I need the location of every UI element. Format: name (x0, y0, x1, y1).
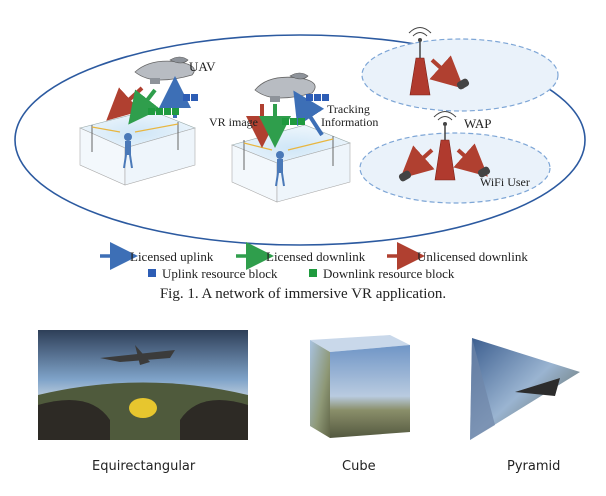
wifi-area-top (361, 38, 559, 112)
wifi-user-device-left (398, 170, 412, 182)
equirectangular-image (38, 330, 248, 440)
label-pyramid: Pyramid (507, 459, 561, 474)
legend-unlicensed-downlink: Unlicensed downlink (417, 249, 528, 264)
label-information: Information (321, 115, 378, 129)
label-vr-image: VR image (209, 115, 258, 129)
wifi-user-device-top (456, 78, 470, 90)
label-tracking: Tracking (327, 102, 370, 116)
label-wap: WAP (464, 116, 491, 131)
arrow-unlicensed-left (106, 86, 144, 121)
legend-downlink-rb-swatch (309, 269, 317, 277)
downlink-blocks-left (148, 108, 179, 115)
legend-licensed-downlink: Licensed downlink (266, 249, 366, 264)
vr-room-middle (231, 124, 351, 203)
arrow-unlicensed-wap-right (453, 143, 488, 177)
arrow-unlicensed-wap-top (429, 55, 464, 89)
wap-tower-bottom (433, 111, 457, 181)
downlink-blocks-middle (282, 118, 305, 125)
uplink-blocks-left (183, 94, 198, 101)
legend: Licensed uplink Licensed downlink Unlice… (100, 242, 528, 281)
arrow-unlicensed-wap-left (400, 145, 435, 179)
wap-tower-top (408, 27, 432, 96)
uplink-blocks-middle (306, 94, 329, 101)
label-cube: Cube (342, 459, 376, 474)
vr-room-left (79, 109, 196, 186)
wifi-area-bottom (359, 132, 551, 204)
figure-caption: Fig. 1. A network of immersive VR applic… (159, 286, 447, 302)
pyramid-image (470, 338, 580, 440)
label-uav: UAV (189, 59, 216, 74)
arrow-licensed-downlink-left (128, 88, 161, 125)
cube-image (310, 335, 410, 438)
network-ellipse (14, 34, 586, 246)
uav-left (134, 56, 195, 84)
legend-uplink-rb: Uplink resource block (162, 266, 278, 281)
legend-downlink-rb: Downlink resource block (323, 266, 455, 281)
wifi-user-device-right (477, 166, 491, 178)
arrow-licensed-uplink-middle (293, 90, 325, 137)
label-wifi-user: WiFi User (480, 175, 530, 189)
label-equirectangular: Equirectangular (92, 459, 196, 474)
legend-uplink-rb-swatch (148, 269, 156, 277)
legend-licensed-uplink: Licensed uplink (130, 249, 214, 264)
